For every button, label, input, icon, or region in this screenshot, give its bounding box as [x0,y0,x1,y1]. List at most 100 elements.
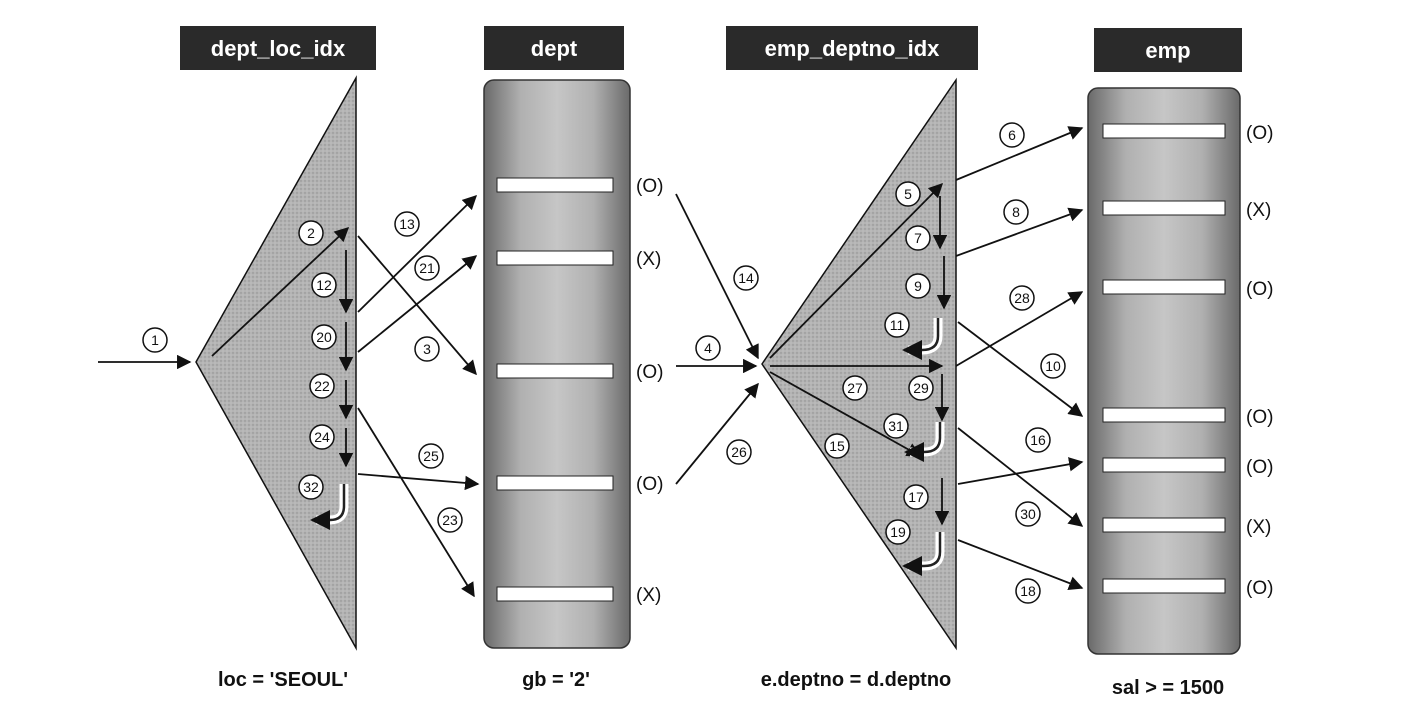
step-badge [142,327,168,353]
step-number: 26 [731,444,747,460]
step-badge [908,375,934,401]
return-arrow [310,484,346,530]
emp-row-mark: (O) [1246,279,1273,300]
emp-row-slot [1102,517,1226,533]
step-number: 16 [1030,432,1046,448]
emp-deptno-idx-title: emp_deptno_idx [765,36,941,61]
dept-row-slot [496,363,614,379]
access-arrow [957,427,1084,527]
step-number: 22 [314,378,330,394]
step-number: 32 [303,479,319,495]
access-arrow [957,321,1084,417]
step-badge [311,324,337,350]
step-number: 10 [1045,358,1061,374]
emp-row-slot [1102,457,1226,473]
access-arrow [957,457,1084,485]
step-number: 27 [847,380,863,396]
emp-row-mark: (O) [1246,457,1273,478]
emp-title: emp [1145,38,1190,63]
emp-row-mark: (X) [1246,200,1271,221]
step-badge [884,312,910,338]
step-number: 11 [890,317,905,333]
step-number: 21 [419,260,435,276]
dept-loc-idx-triangle [195,75,357,651]
emp-row-slot [1102,578,1226,594]
access-arrow [957,539,1084,591]
step-number: 7 [914,230,922,246]
emp-condition: sal > = 1500 [1112,677,1224,699]
step-badge [1003,199,1029,225]
dept-condition: gb = '2' [522,669,590,691]
return-arrow [902,318,940,360]
emp-deptno-idx-condition: e.deptno = d.deptno [761,669,952,691]
step-number: 13 [399,216,415,232]
access-arrow [955,207,1084,257]
step-badges: 1 2 12 20 22 24 32 13 21 3 25 23 14 4 26… [142,122,1066,604]
step-badge [414,255,440,281]
dept-row-slot [496,586,614,602]
dept-loc-idx-header [180,26,376,70]
step-number: 19 [890,524,906,540]
step-badge [1009,285,1035,311]
dept-row-slot [496,177,614,193]
step-badge [733,265,759,291]
step-number: 15 [829,438,845,454]
step-badge [903,484,929,510]
access-arrow [675,193,759,360]
access-arrow [955,291,1084,367]
step-number: 30 [1020,506,1036,522]
emp-row-slot [1102,200,1226,216]
step-badge [437,507,463,533]
step-badge [842,375,868,401]
access-arrow [211,227,350,357]
dept-row-mark: (X) [636,249,661,270]
step-badge [309,373,335,399]
dept-row-mark: (O) [636,474,663,495]
step-badge [309,424,335,450]
emp-column [1087,87,1241,655]
step-number: 31 [888,418,904,434]
step-number: 3 [423,341,431,357]
step-badge [1025,427,1051,453]
step-number: 14 [738,270,754,286]
step-number: 2 [307,225,315,241]
step-badge [905,225,931,251]
access-arrow [675,382,759,485]
dept-loc-idx-group: dept_loc_idx loc = 'SEOUL' [180,26,376,691]
step-badge [418,443,444,469]
dept-title: dept [531,36,578,61]
step-number: 5 [904,186,912,202]
step-number: 24 [314,429,330,445]
return-arrow [904,422,942,462]
dept-row-slot [496,250,614,266]
step-badge [1040,353,1066,379]
access-arrow [357,255,478,353]
access-arrow [769,182,944,359]
access-arrow [357,407,475,598]
step-badge [414,336,440,362]
emp-header [1094,28,1242,72]
dept-row-mark: (X) [636,585,661,606]
step-number: 4 [704,340,712,356]
step-number: 20 [316,329,332,345]
step-badge [905,273,931,299]
dept-row-mark: (O) [636,362,663,383]
step-number: 9 [914,278,922,294]
emp-row-slot [1102,279,1226,295]
emp-deptno-idx-header [726,26,978,70]
step-badge [1015,501,1041,527]
step-badge [999,122,1025,148]
emp-row-mark: (O) [1246,407,1273,428]
step-badge [883,413,909,439]
step-badge [298,220,324,246]
step-badge [311,272,337,298]
emp-deptno-idx-group: emp_deptno_idx e.deptno = d.deptno [726,26,978,691]
emp-row-slot [1102,123,1226,139]
access-arrow [769,371,922,457]
emp-row-mark: (X) [1246,517,1271,538]
dept-loc-idx-title: dept_loc_idx [211,36,346,61]
step-badge [1015,578,1041,604]
emp-row-mark: (O) [1246,123,1273,144]
step-badge [695,335,721,361]
step-badge [726,439,752,465]
